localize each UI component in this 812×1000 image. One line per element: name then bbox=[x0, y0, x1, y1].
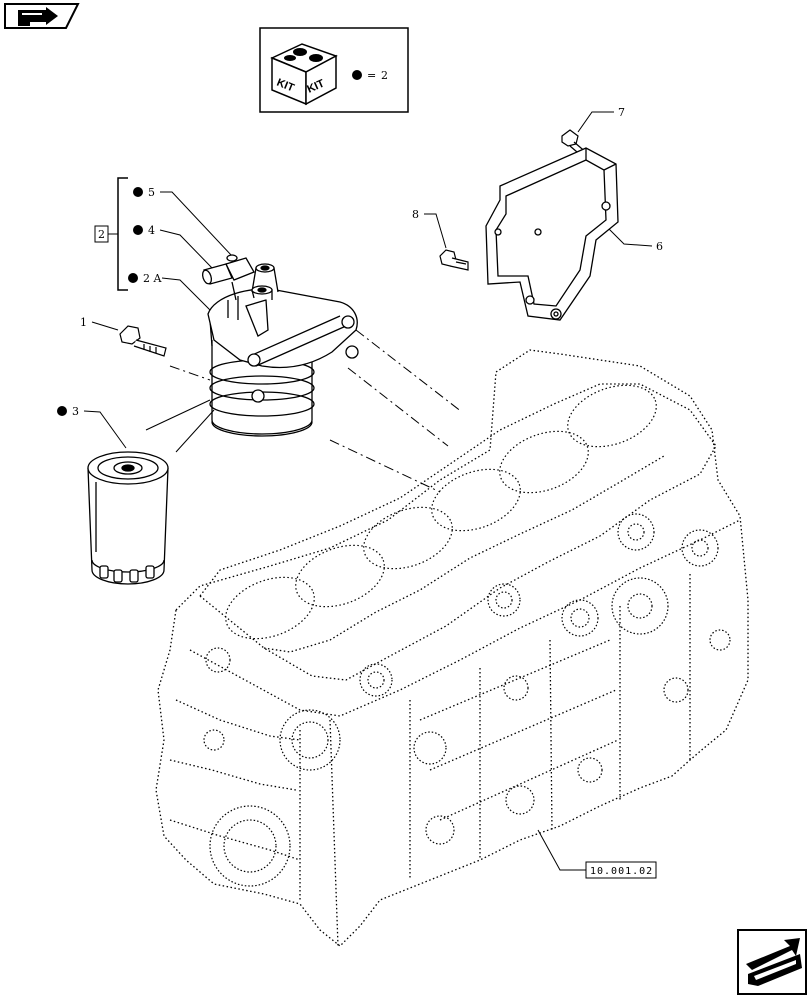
fuel-filter-housing-part bbox=[201, 254, 359, 437]
callout-2A[interactable]: 2 A bbox=[128, 272, 213, 313]
kit-equals: = bbox=[367, 69, 376, 82]
kit-legend: KIT KIT = 2 bbox=[259, 27, 409, 113]
bolt-8-part bbox=[439, 249, 469, 271]
section-reference-text: 10.001.02 bbox=[590, 866, 653, 877]
callout-1[interactable]: 1 bbox=[80, 316, 119, 331]
kit-quantity: 2 bbox=[381, 69, 388, 82]
group-bracket: 2 bbox=[94, 177, 128, 291]
svg-text:2 A: 2 A bbox=[143, 272, 162, 285]
group-bracket-label: 2 bbox=[98, 228, 105, 241]
callout-7[interactable]: 7 bbox=[577, 106, 625, 133]
section-reference-link[interactable]: 10.001.02 bbox=[537, 829, 657, 879]
arrow-forward-icon bbox=[746, 938, 802, 986]
fuel-filter-cartridge-part bbox=[87, 451, 169, 585]
cartridge-attach-lines bbox=[145, 399, 215, 453]
nav-back-button[interactable] bbox=[4, 3, 80, 29]
kit-box-icon: KIT KIT bbox=[270, 43, 338, 106]
callout-3[interactable]: 3 bbox=[57, 405, 127, 449]
callout-8[interactable]: 8 bbox=[412, 208, 447, 249]
svg-text:3: 3 bbox=[72, 405, 79, 418]
svg-text:8: 8 bbox=[412, 208, 419, 221]
callout-4[interactable]: 4 bbox=[133, 224, 215, 271]
arrow-back-icon bbox=[18, 7, 58, 26]
nav-forward-button[interactable] bbox=[737, 929, 807, 995]
svg-text:4: 4 bbox=[148, 224, 155, 237]
mounting-bracket-6-part bbox=[485, 147, 619, 321]
bolt-1-part bbox=[119, 325, 167, 357]
block-bosses bbox=[203, 513, 731, 887]
svg-text:5: 5 bbox=[148, 186, 155, 199]
engine-block-part bbox=[155, 349, 749, 947]
kit-marker-dot bbox=[352, 70, 362, 80]
svg-text:6: 6 bbox=[656, 240, 663, 253]
svg-text:1: 1 bbox=[80, 316, 87, 329]
callout-5[interactable]: 5 bbox=[133, 186, 233, 257]
svg-text:7: 7 bbox=[618, 106, 625, 119]
